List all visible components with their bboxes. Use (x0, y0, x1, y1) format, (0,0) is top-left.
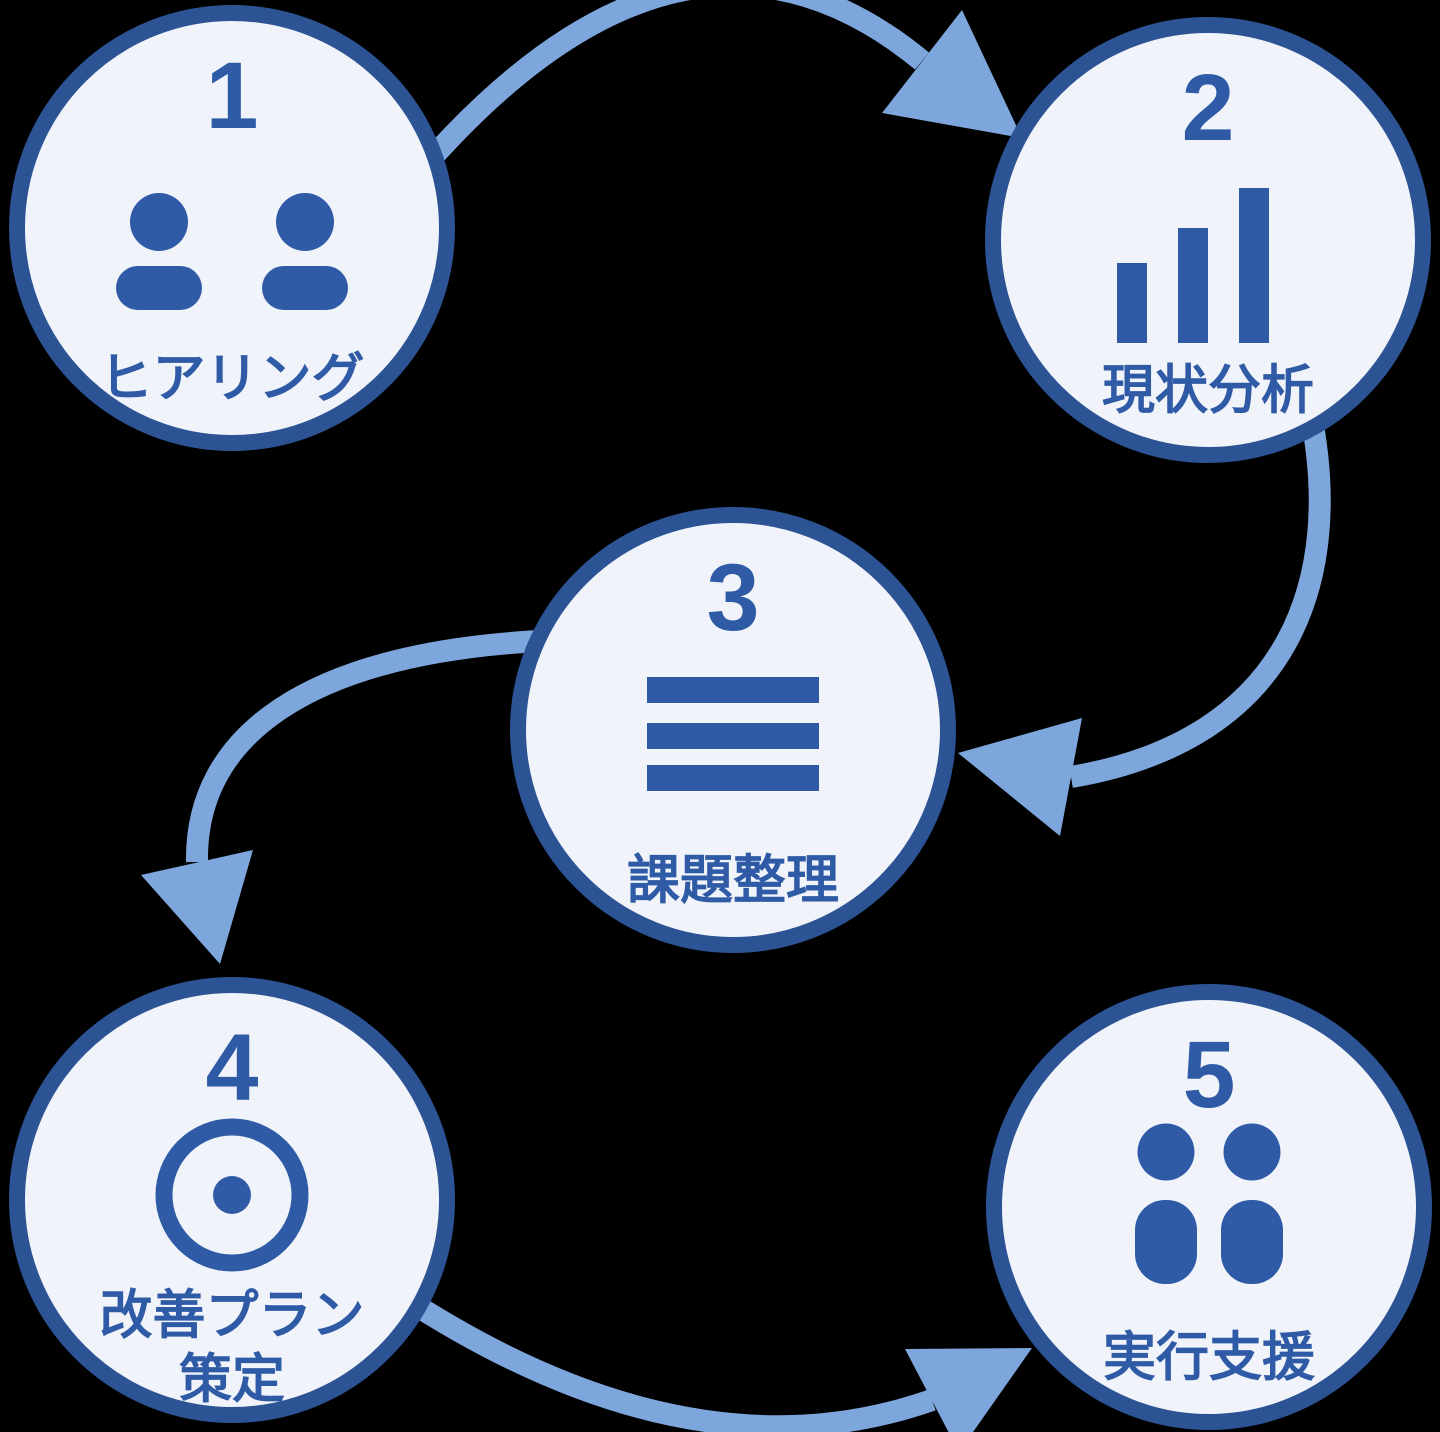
person-head (1223, 1123, 1281, 1181)
step-3: 3 課題整理 (510, 507, 956, 953)
step-3-label: 課題整理 (627, 851, 839, 910)
person-head (1137, 1123, 1195, 1181)
step-1-number: 1 (206, 43, 259, 149)
arrow-1-to-2-head-icon (882, 10, 1022, 138)
chart-bar (1117, 263, 1147, 343)
target-icon (155, 1118, 309, 1272)
person-head (130, 193, 188, 251)
step-1-circle (9, 5, 455, 451)
step-5-circle (986, 984, 1432, 1430)
arrow-3-to-4-head-icon (141, 850, 253, 964)
step-2: 2 現状分析 (985, 17, 1431, 463)
bar-chart-icon (1117, 188, 1269, 343)
person-body (1221, 1200, 1283, 1284)
step-4-number: 4 (206, 1015, 259, 1121)
step-2-label: 現状分析 (1102, 361, 1314, 420)
arrow-4-to-5-head-icon (905, 1348, 1032, 1432)
chart-bar (1178, 228, 1208, 343)
two-people-icon (116, 193, 348, 310)
arrow-1-to-2 (421, 0, 1022, 168)
list-line (647, 677, 819, 703)
step-5: 5 実行支援 (986, 984, 1432, 1430)
person-body (262, 266, 348, 310)
arrow-3-to-4 (141, 629, 561, 964)
person-body (116, 266, 202, 310)
target-ring (155, 1118, 309, 1272)
chart-bar (1239, 188, 1269, 343)
person-head (276, 193, 334, 251)
step-1: 1 ヒアリング (9, 5, 455, 451)
step-1-label: ヒアリング (100, 349, 365, 408)
arrow-1-to-2-curve (421, 0, 929, 168)
two-people-solid-icon (1135, 1123, 1283, 1284)
arrow-2-to-3-curve (1069, 407, 1331, 788)
step-2-number: 2 (1182, 55, 1235, 161)
arrow-4-to-5-curve (393, 1285, 936, 1432)
arrow-2-to-3-head-icon (958, 718, 1082, 836)
step-4: 4 改善プラン策定 (9, 977, 455, 1423)
arrow-2-to-3 (958, 407, 1331, 836)
step-4-label: 改善プラン策定 (100, 1286, 365, 1409)
list-line (647, 765, 819, 791)
step-5-number: 5 (1183, 1022, 1236, 1128)
list-line (647, 723, 819, 749)
step-5-label: 実行支援 (1103, 1328, 1316, 1387)
person-body (1135, 1200, 1197, 1284)
list-lines-icon (647, 677, 819, 791)
step-3-number: 3 (707, 545, 760, 651)
arrow-4-to-5 (393, 1285, 1032, 1432)
arrow-3-to-4-curve (185, 629, 561, 863)
target-dot (213, 1176, 251, 1214)
